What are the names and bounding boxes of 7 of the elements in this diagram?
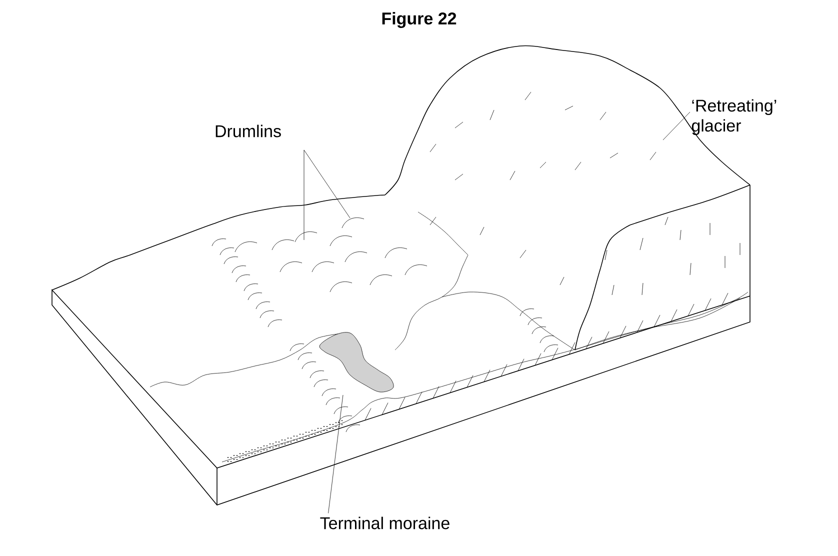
label-text: Drumlins [216,124,281,138]
label-text: Terminal moraine [320,516,450,530]
figure-title: Figure 22 [382,12,456,28]
leader-line [662,112,690,140]
leader-line [328,394,344,514]
label-text: ‘Retreating’ glacier [692,99,776,136]
leader-line [304,150,350,218]
